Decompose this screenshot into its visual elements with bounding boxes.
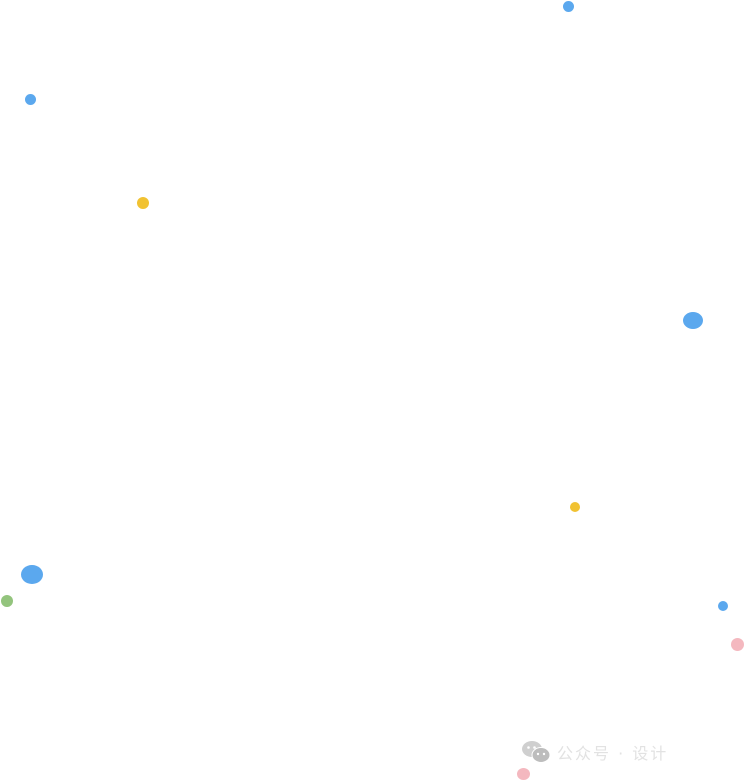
dot-blue-large — [683, 311, 703, 329]
wechat-icon — [522, 741, 551, 763]
dot-blue — [24, 93, 36, 105]
dot-yellow — [570, 502, 580, 512]
dot-pink — [516, 768, 530, 780]
watermark-text: 公众号 · 设计 — [557, 744, 669, 763]
dot-blue — [718, 601, 728, 611]
dot-blue — [562, 0, 574, 12]
dot-pink — [730, 637, 744, 651]
dot-yellow — [137, 197, 149, 209]
dot-green — [1, 595, 13, 607]
dot-blue-large — [21, 564, 43, 584]
wechat-watermark: 公众号 · 设计 — [521, 740, 668, 764]
